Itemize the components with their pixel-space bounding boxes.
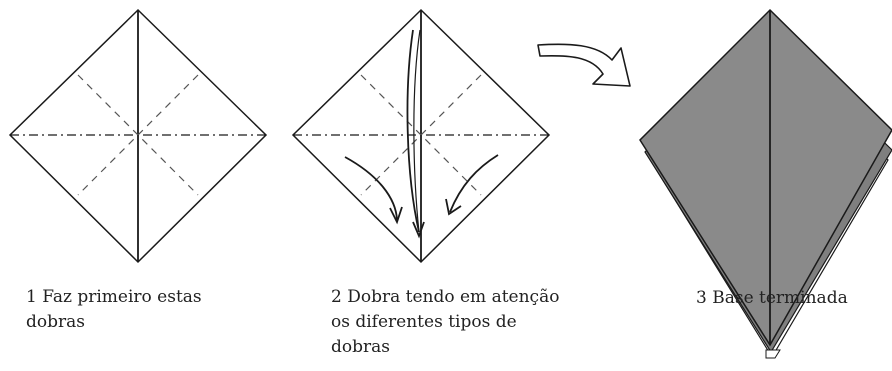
caption-line: dobras bbox=[331, 337, 390, 357]
fold-direction-arrow bbox=[344, 156, 403, 225]
caption-line: 1 Faz primeiro estas bbox=[26, 287, 202, 307]
step-1-caption: 1 Faz primeiro estas dobras bbox=[26, 285, 202, 335]
caption-line: 3 Base terminada bbox=[696, 288, 848, 308]
caption-line: 2 Dobra tendo em atenção bbox=[331, 287, 560, 307]
caption-line: dobras bbox=[26, 312, 85, 332]
step-3-caption: 3 Base terminada bbox=[696, 286, 848, 311]
next-step-arrow bbox=[537, 43, 631, 87]
step-1-square bbox=[8, 8, 268, 264]
step-2-caption: 2 Dobra tendo em atenção os diferentes t… bbox=[331, 285, 559, 360]
valley-fold-line bbox=[77, 74, 199, 196]
step-2-square bbox=[291, 8, 551, 264]
fold-direction-arrow bbox=[445, 154, 499, 216]
caption-line: os diferentes tipos de bbox=[331, 312, 517, 332]
step-3-base bbox=[639, 8, 892, 359]
fold-direction-arrow bbox=[406, 29, 425, 239]
valley-fold-line bbox=[360, 74, 482, 196]
